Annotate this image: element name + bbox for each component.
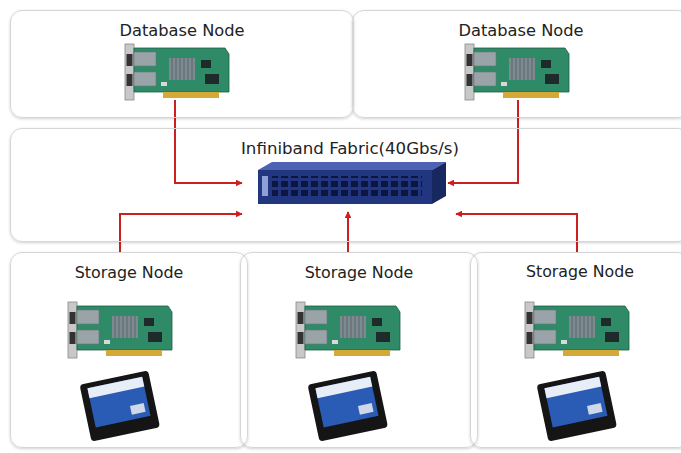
link-arrow [175, 100, 242, 183]
node-label: Storage Node [471, 263, 681, 282]
node-label: Database Node [353, 21, 681, 41]
link-arrow [120, 214, 242, 252]
network-card [465, 44, 569, 100]
network-card [125, 44, 229, 100]
ssd-drive [537, 370, 618, 441]
node-box: Storage Node [470, 252, 681, 448]
link-arrow [347, 212, 349, 252]
node-label: Infiniband Fabric(40Gbs/s) [11, 139, 681, 159]
ssd-drive [308, 370, 389, 441]
node-box: Infiniband Fabric(40Gbs/s) [10, 128, 681, 242]
network-card [525, 302, 629, 358]
node-box: Database Node [10, 10, 354, 118]
network-card [68, 302, 172, 358]
network-card [296, 302, 400, 358]
switch [258, 162, 446, 204]
link-arrow [456, 214, 577, 252]
node-box: Storage Node [240, 252, 478, 448]
node-label: Database Node [11, 21, 353, 41]
node-label: Storage Node [11, 263, 247, 282]
ssd-drive [80, 370, 161, 441]
node-box: Storage Node [10, 252, 248, 448]
node-label: Storage Node [241, 263, 477, 282]
node-box: Database Node [352, 10, 681, 118]
